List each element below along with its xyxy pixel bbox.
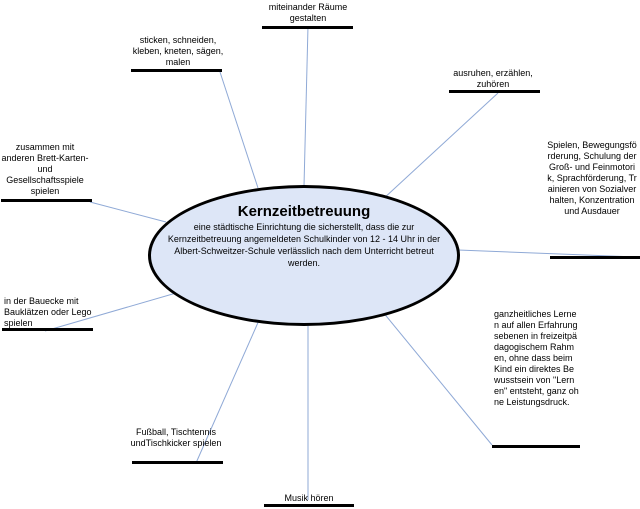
node-raeume: miteinander Räume gestalten <box>268 2 348 23</box>
node-lernen-bar <box>492 445 580 448</box>
node-sport-bar <box>132 461 223 464</box>
node-ausruhen-bar <box>449 90 540 93</box>
node-bauecke: in der Bauecke mit Bauklätzen oder Lego … <box>4 296 92 328</box>
connector-raeume <box>303 25 309 187</box>
node-basteln: sticken, schneiden, kleben, kneten, säge… <box>132 35 224 67</box>
center-description: eine städtische Einrichtung die sicherst… <box>167 222 441 268</box>
node-foerderung: Spielen, Bewegungsförderung, Schulung de… <box>547 140 637 216</box>
connector-spiele <box>89 201 167 223</box>
node-raeume-bar <box>262 26 353 29</box>
center-title: Kernzeitbetreuung <box>237 203 371 220</box>
node-musik-bar <box>264 504 354 507</box>
node-lernen: ganzheitliches Lernen auf allen Erfahrun… <box>494 309 579 407</box>
node-foerderung-bar <box>550 256 640 259</box>
connector-sport <box>195 317 261 464</box>
node-spiele: zusammen mit anderen Brett-Karten- und G… <box>1 142 89 196</box>
node-musik: Musik hören <box>284 493 334 503</box>
central-ellipse <box>148 185 460 326</box>
connector-foerderung <box>457 249 638 258</box>
node-sport: Fußball, Tischtennis undTischkicker spie… <box>130 427 222 448</box>
node-spiele-bar <box>1 199 92 202</box>
connector-bauecke <box>44 290 184 332</box>
connector-lernen <box>377 305 493 446</box>
node-basteln-bar <box>131 69 222 72</box>
connector-ausruhen <box>381 92 499 201</box>
connector-basteln <box>219 71 259 189</box>
node-bauecke-bar <box>2 328 93 331</box>
node-ausruhen: ausruhen, erzählen, zuhören <box>453 68 533 89</box>
